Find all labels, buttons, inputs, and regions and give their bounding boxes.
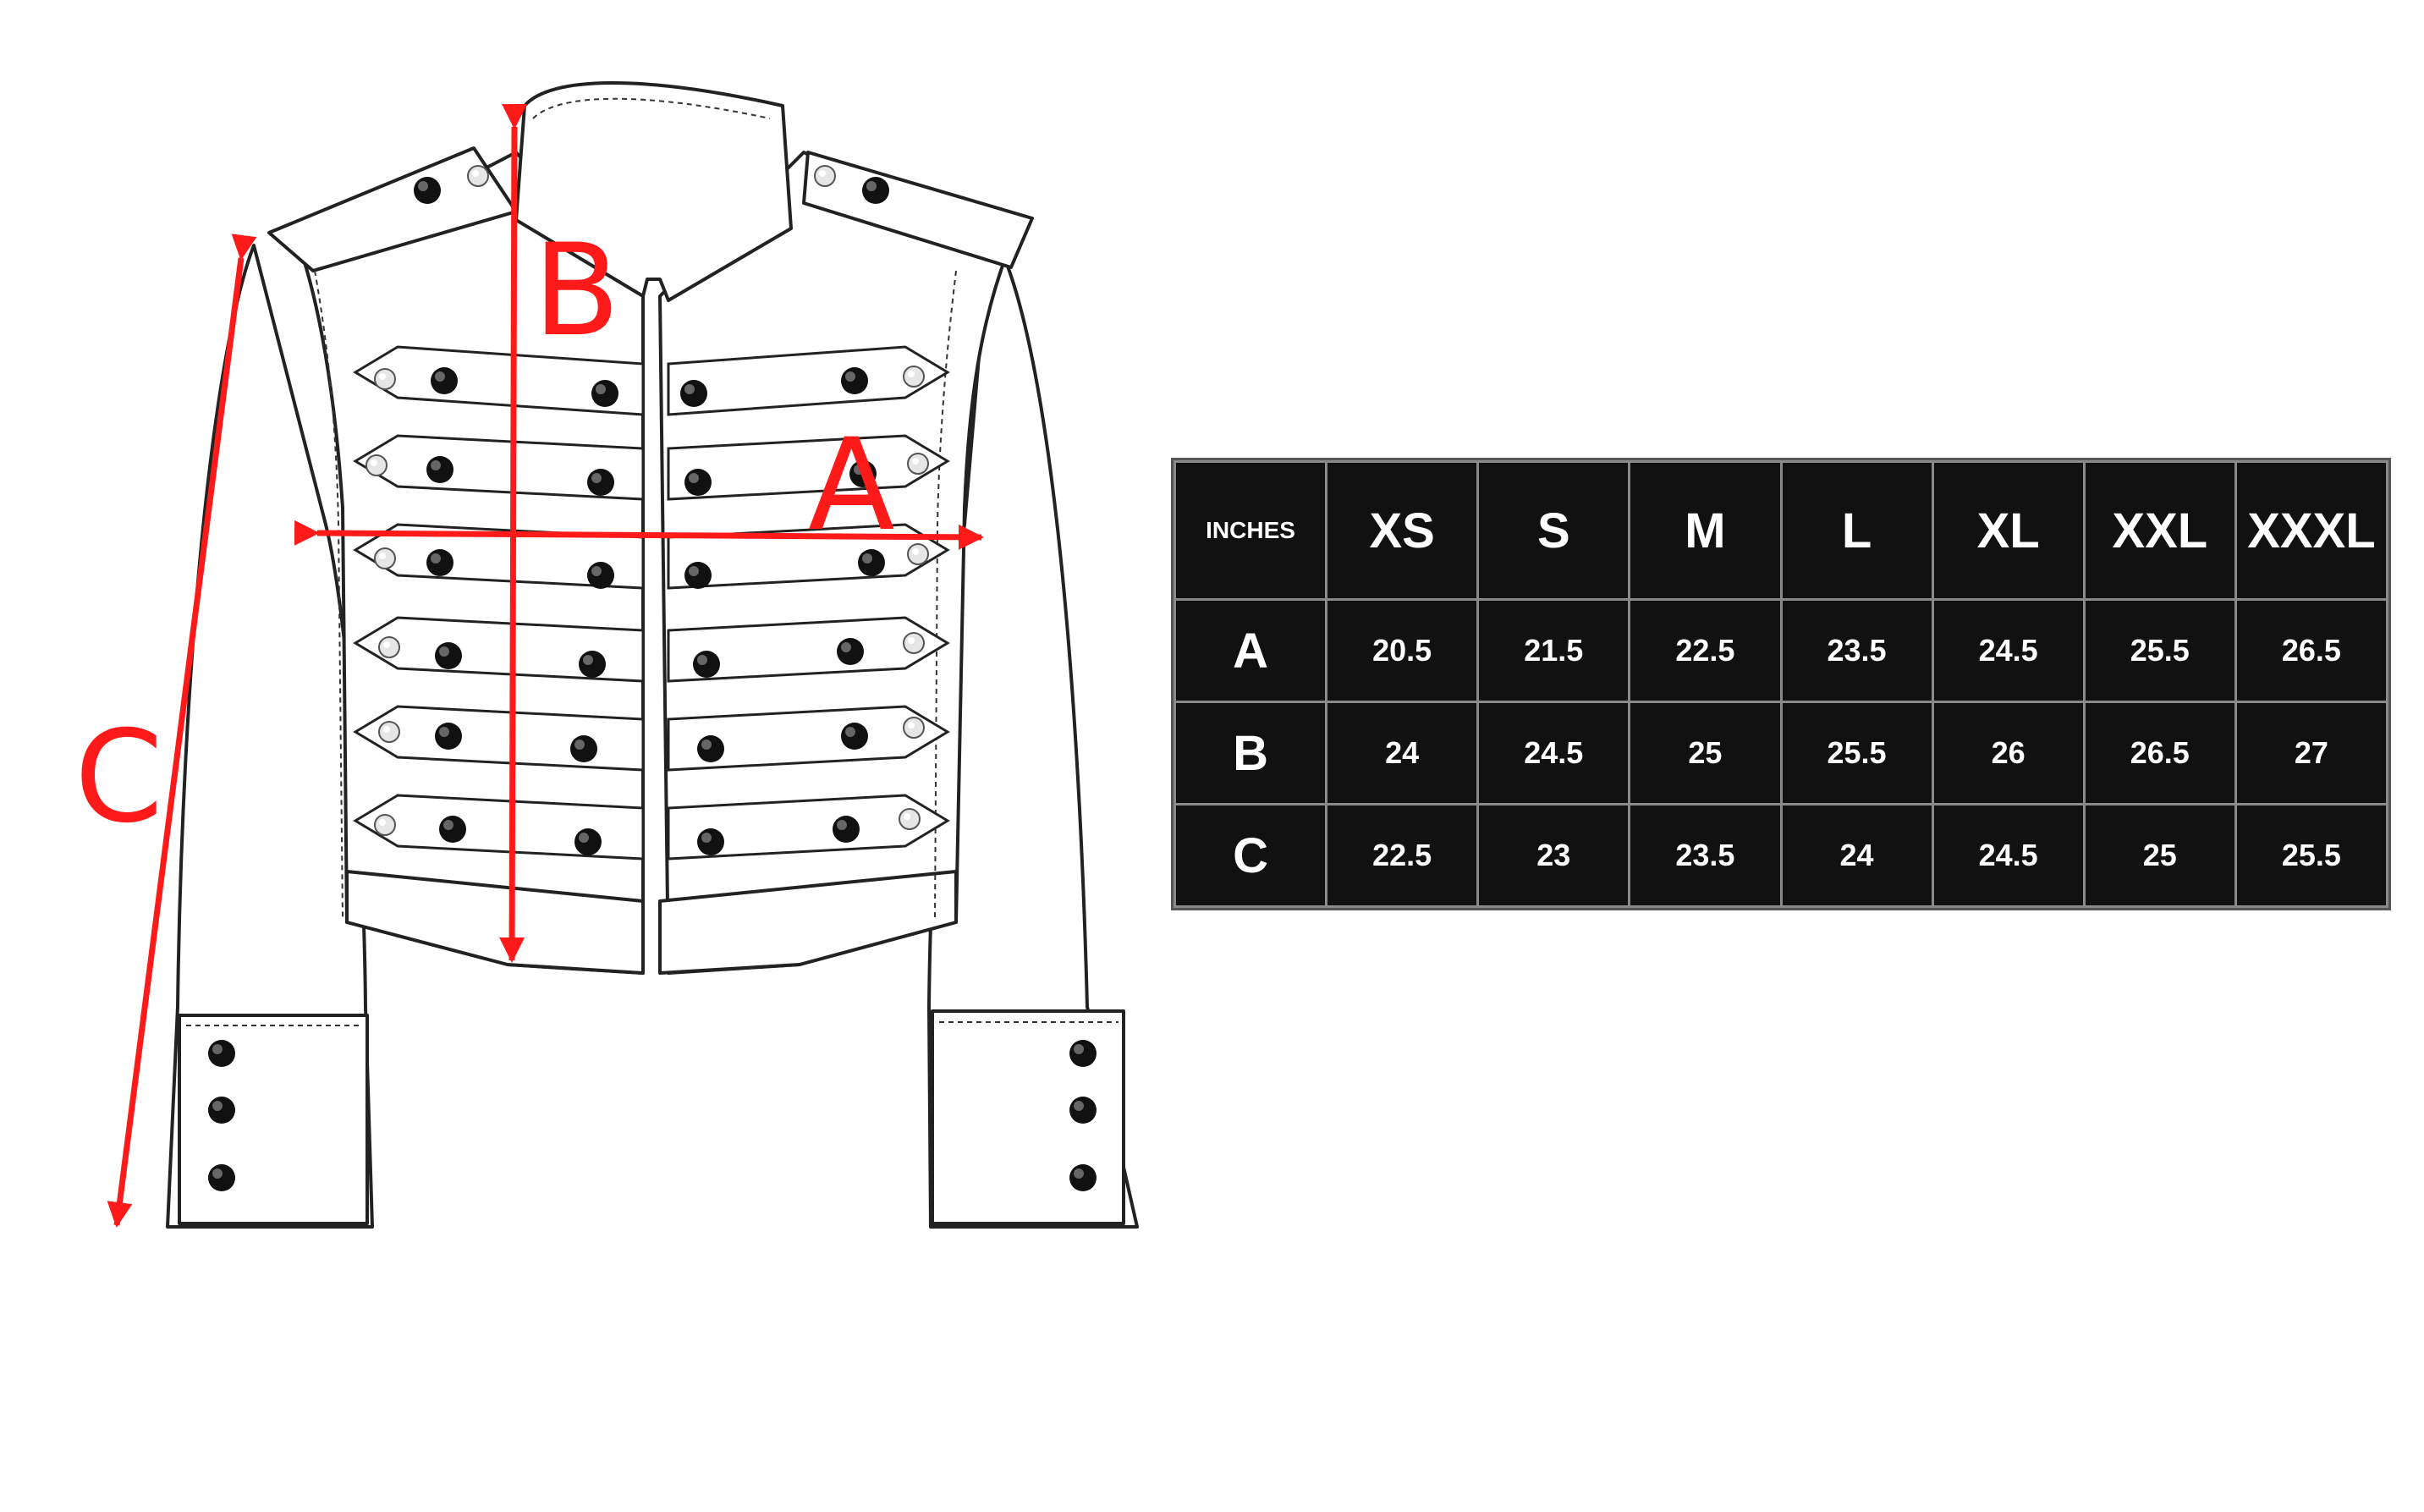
- measurement-arrow-c: [107, 234, 257, 1228]
- table-cell: 24: [1325, 701, 1480, 805]
- row-label: B: [1173, 701, 1328, 805]
- table-cell: 22.5: [1628, 598, 1783, 703]
- table-cell: 24.5: [1931, 803, 2086, 908]
- size-header: XL: [1931, 460, 2086, 601]
- table-cell: 24.5: [1931, 598, 2086, 703]
- row-label: A: [1173, 598, 1328, 703]
- table-cell: 23.5: [1628, 803, 1783, 908]
- frog-closures: [353, 345, 950, 860]
- table-cell: 25: [1628, 701, 1783, 805]
- table-cell: 25: [2082, 803, 2237, 908]
- row-label: C: [1173, 803, 1328, 908]
- measurement-arrow-a: [294, 520, 984, 550]
- label-c: C: [74, 704, 163, 851]
- table-cell: 23: [1476, 803, 1631, 908]
- size-header: XXL: [2082, 460, 2237, 601]
- table-cell: 26.5: [2234, 598, 2389, 703]
- table-cell: 27: [2234, 701, 2389, 805]
- size-header: S: [1476, 460, 1631, 601]
- table-cell: 25.5: [2234, 803, 2389, 908]
- table-cell: 23.5: [1779, 598, 1934, 703]
- measurement-arrows: [107, 103, 984, 1228]
- header-row: INCHES XS S M L XL XXL XXXL: [1173, 460, 2389, 601]
- table-cell: 24: [1779, 803, 1934, 908]
- size-header: M: [1628, 460, 1783, 601]
- jacket-outline: [166, 81, 1139, 1229]
- label-b: B: [533, 217, 620, 365]
- size-header: XXXL: [2234, 460, 2389, 601]
- size-header: L: [1779, 460, 1934, 601]
- table-cell: 21.5: [1476, 598, 1631, 703]
- table-cell: 25.5: [2082, 598, 2237, 703]
- jacket-diagram: A B C: [74, 81, 1139, 1229]
- table-cell: 20.5: [1325, 598, 1480, 703]
- size-header: XS: [1325, 460, 1480, 601]
- size-chart-table: INCHES XS S M L XL XXL XXXL A 20.5 21.5 …: [1173, 460, 2389, 908]
- size-chart: INCHES XS S M L XL XXL XXXL A 20.5 21.5 …: [1171, 458, 2391, 910]
- measurement-arrow-b: [499, 103, 528, 963]
- table-cell: 22.5: [1325, 803, 1480, 908]
- table-row: B 24 24.5 25 25.5 26 26.5 27: [1173, 701, 2389, 805]
- table-row: A 20.5 21.5 22.5 23.5 24.5 25.5 26.5: [1173, 598, 2389, 703]
- unit-label: INCHES: [1173, 460, 1328, 601]
- table-cell: 26.5: [2082, 701, 2237, 805]
- label-a: A: [808, 412, 895, 559]
- table-cell: 24.5: [1476, 701, 1631, 805]
- table-row: C 22.5 23 23.5 24 24.5 25 25.5: [1173, 803, 2389, 908]
- table-cell: 25.5: [1779, 701, 1934, 805]
- table-cell: 26: [1931, 701, 2086, 805]
